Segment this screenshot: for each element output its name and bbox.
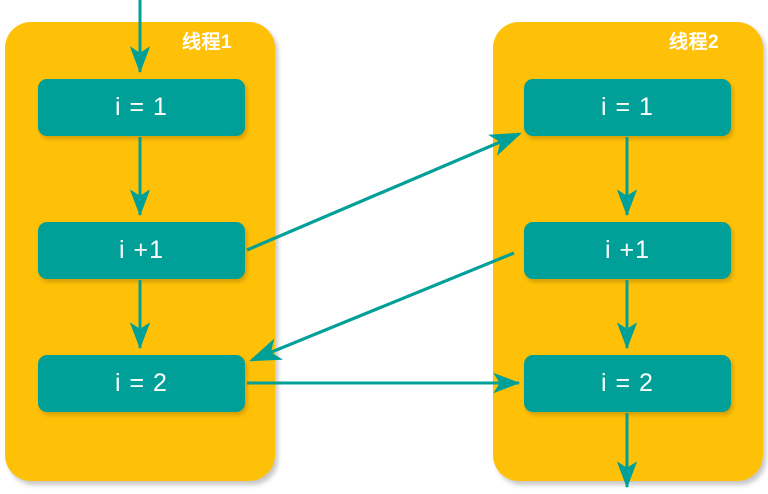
thread-2-step-1-box[interactable]: i = 1 [524, 79, 731, 136]
thread-2-step-2-box[interactable]: i +1 [524, 222, 731, 279]
thread-2-step-1-label: i = 1 [601, 93, 654, 121]
thread-2-step-3-box[interactable]: i = 2 [524, 355, 731, 412]
thread-1-step-2-label: i +1 [118, 236, 164, 264]
thread-1-step-3-label: i = 2 [115, 369, 168, 397]
thread-2-step-2-label: i +1 [604, 236, 650, 264]
thread-1-step-2-box[interactable]: i +1 [38, 222, 245, 279]
thread-1-step-1-label: i = 1 [115, 93, 168, 121]
thread-1-step-1-box[interactable]: i = 1 [38, 79, 245, 136]
cross-arrow-thread1-step2-to-thread2-step1 [246, 132, 522, 252]
thread-2-label: 线程2 [669, 32, 720, 53]
cross-arrow-thread2-step2-to-thread1-step3 [249, 251, 515, 362]
thread-1-step-3-box[interactable]: i = 2 [38, 355, 245, 412]
thread-2-step-3-label: i = 2 [601, 369, 654, 397]
thread-1-label: 线程1 [182, 32, 233, 53]
